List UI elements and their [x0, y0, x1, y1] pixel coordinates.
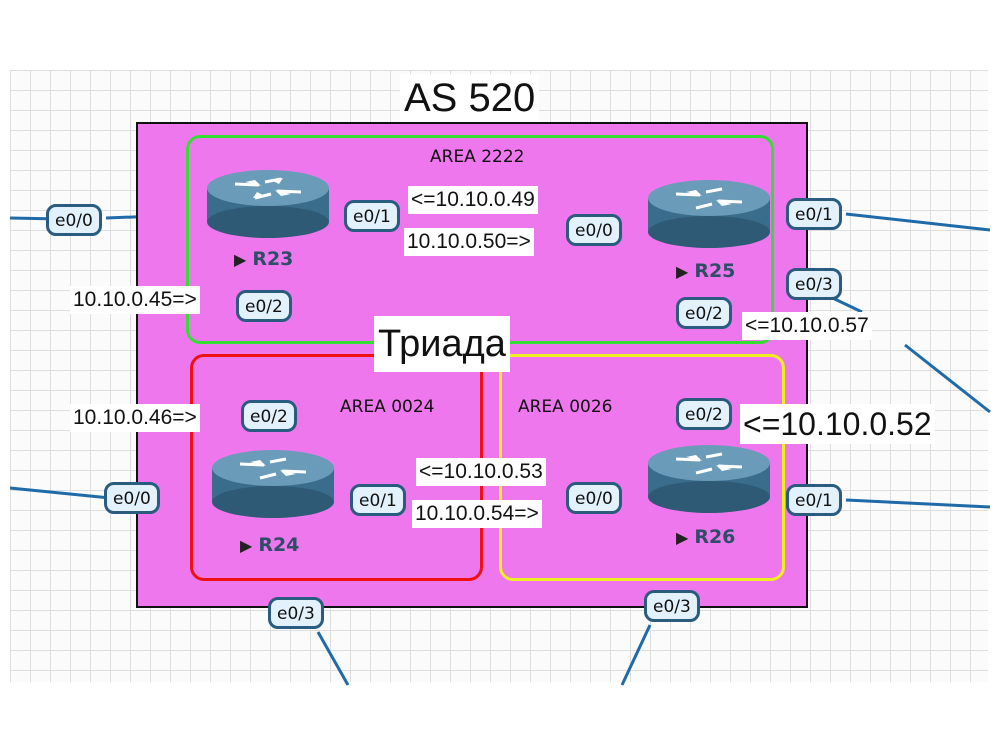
link-r25-e03-far: [904, 343, 991, 414]
router-r25-name: R25: [694, 260, 736, 282]
router-r25-label[interactable]: ▶ R25: [676, 260, 735, 282]
link-r26-e01-external: [845, 498, 991, 509]
ip-r25-towards-r23: <=10.10.0.49: [408, 186, 538, 214]
port-r23-e02[interactable]: e0/2: [236, 290, 292, 322]
ip-r23-towards-r25: 10.10.0.50=>: [404, 228, 534, 256]
port-r26-e03[interactable]: e0/3: [644, 590, 700, 622]
port-r26-e00[interactable]: e0/0: [566, 482, 622, 514]
port-r24-e01[interactable]: e0/1: [350, 484, 406, 516]
router-r24-name: R24: [258, 534, 300, 556]
router-r26-icon[interactable]: [646, 443, 772, 515]
port-r23-e00[interactable]: e0/0: [46, 204, 102, 236]
port-r25-e00[interactable]: e0/0: [566, 214, 622, 246]
router-r26-label[interactable]: ▶ R26: [676, 526, 735, 548]
play-icon: ▶: [676, 262, 689, 281]
group-label: Триада: [374, 316, 510, 372]
port-r25-e03[interactable]: e0/3: [786, 268, 842, 300]
link-r25-e01-external: [845, 212, 991, 232]
port-r25-e02[interactable]: e0/2: [676, 297, 732, 329]
port-r24-e03[interactable]: e0/3: [268, 597, 324, 629]
link-r24-e03-external: [316, 631, 350, 686]
ip-r24-towards-r26: 10.10.0.54=>: [412, 500, 542, 528]
link-r24-e00-external: [9, 486, 111, 500]
ip-r24-towards-r23: 10.10.0.46=>: [70, 404, 200, 432]
port-r23-e01[interactable]: e0/1: [344, 200, 400, 232]
router-r26-name: R26: [694, 526, 736, 548]
ip-r25-outbound: <=10.10.0.57: [742, 312, 872, 340]
as-title: AS 520: [400, 74, 540, 122]
ip-r26-towards-r24: <=10.10.0.53: [416, 458, 546, 486]
router-r24-label[interactable]: ▶ R24: [240, 534, 299, 556]
play-icon: ▶: [234, 250, 247, 269]
link-r26-e03-external: [620, 624, 652, 686]
play-icon: ▶: [240, 536, 253, 555]
port-r26-e02[interactable]: e0/2: [676, 398, 732, 430]
area-0024-label: AREA 0024: [340, 397, 435, 417]
router-r23-label[interactable]: ▶ R23: [234, 248, 293, 270]
router-r25-icon[interactable]: [646, 178, 772, 250]
ip-r26-towards-r25: <=10.10.0.52: [740, 404, 935, 444]
area-0026-label: AREA 0026: [518, 397, 613, 417]
router-r23-name: R23: [252, 248, 294, 270]
port-r24-e02[interactable]: e0/2: [241, 400, 297, 432]
port-r26-e01[interactable]: e0/1: [786, 484, 842, 516]
ip-r23-towards-r24: 10.10.0.45=>: [70, 286, 200, 314]
router-r23-icon[interactable]: [205, 168, 331, 240]
router-r24-icon[interactable]: [210, 448, 336, 520]
port-r25-e01[interactable]: e0/1: [786, 198, 842, 230]
area-2222-label: AREA 2222: [430, 147, 525, 167]
play-icon: ▶: [676, 528, 689, 547]
port-r24-e00[interactable]: e0/0: [104, 482, 160, 514]
